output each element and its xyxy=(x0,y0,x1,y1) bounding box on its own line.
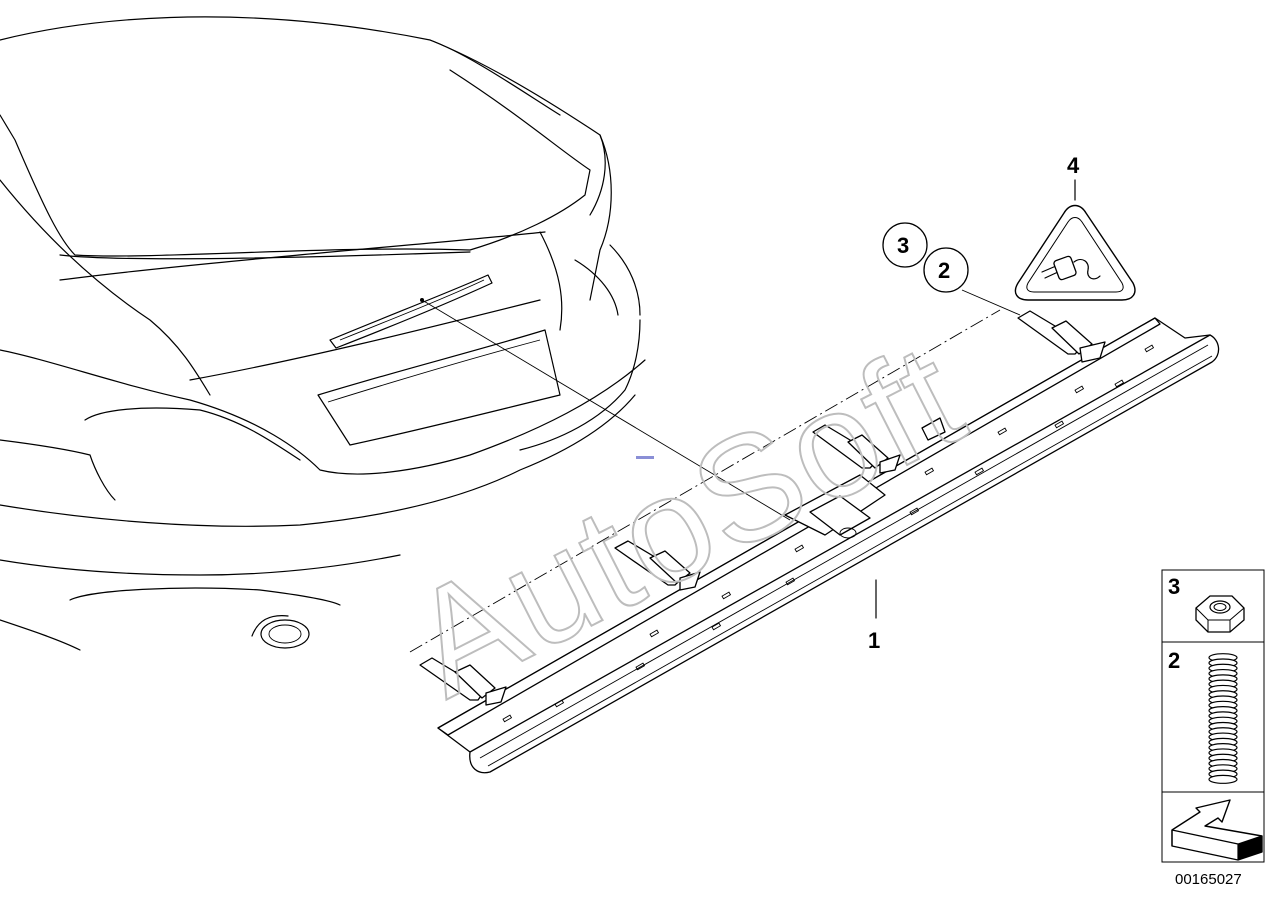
leader-line-car xyxy=(421,299,791,521)
diagram-code: 00165027 xyxy=(1175,871,1242,888)
callout-2: 2 xyxy=(923,247,969,293)
callout-3: 3 xyxy=(882,222,928,268)
legend-label-3: 3 xyxy=(1168,574,1180,599)
legend-label-2: 2 xyxy=(1168,648,1180,673)
legend-row-arrow xyxy=(1171,799,1263,861)
spring-coil xyxy=(1208,774,1238,784)
legend-panel: 3 2 xyxy=(1161,569,1265,863)
legend-row-nut: 3 xyxy=(1168,574,1245,633)
mounting-slots xyxy=(502,344,1155,723)
electrical-connector-warning-icon xyxy=(1014,204,1136,301)
alignment-line xyxy=(409,309,1001,653)
leader-line-2 xyxy=(961,289,1021,316)
mounting-studs xyxy=(419,310,1106,706)
callout-1: 1 xyxy=(868,628,880,653)
callout-label-3: 3 xyxy=(897,233,909,258)
legend-row-spring: 2 xyxy=(1168,648,1238,784)
callout-label-2: 2 xyxy=(938,258,950,283)
arrow-icon xyxy=(1171,799,1263,861)
callout-label-1: 1 xyxy=(868,628,880,653)
callout-4: 4 xyxy=(1014,153,1136,301)
watermark-dot xyxy=(636,456,654,459)
hex-nut-icon xyxy=(1195,595,1245,633)
spring-icon xyxy=(1208,653,1238,784)
car-rear-illustration xyxy=(0,16,646,651)
callout-label-4: 4 xyxy=(1067,153,1080,178)
third-brake-light-part xyxy=(419,310,1220,774)
leader-line-dot xyxy=(420,298,424,302)
